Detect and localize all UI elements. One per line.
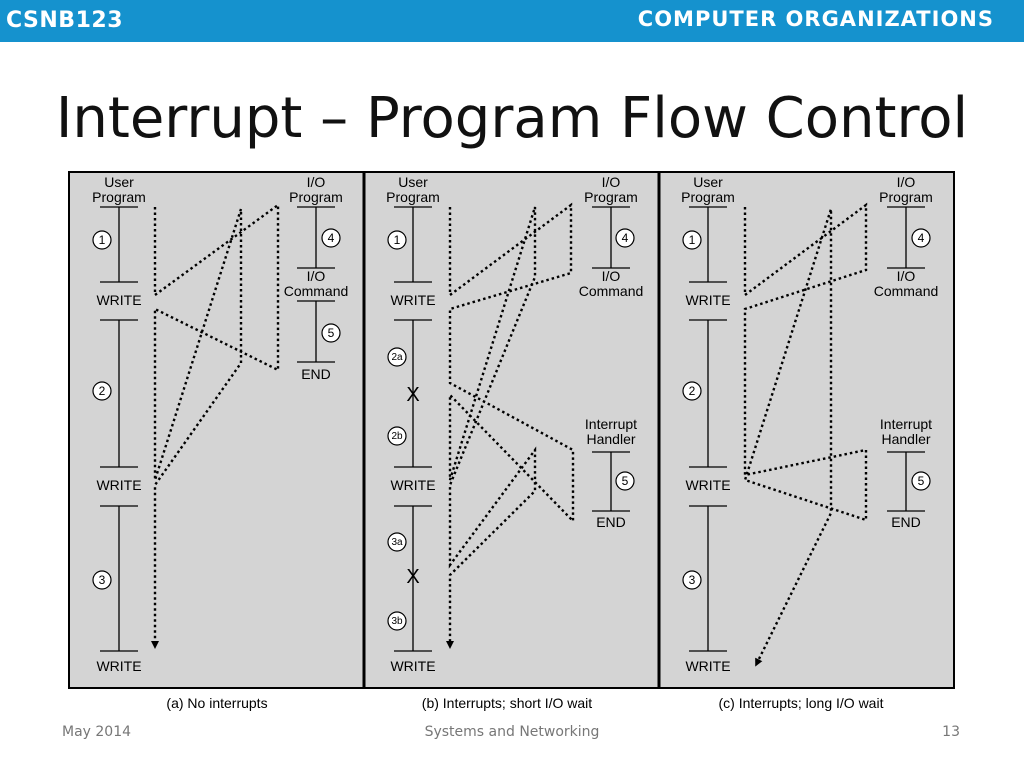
io-command-label: I/O	[307, 268, 326, 284]
step-circle	[911, 228, 931, 248]
interrupt-mark: X	[406, 384, 419, 406]
program-flow-diagram: User Program I/O Program I/O Command END…	[68, 171, 955, 711]
user-program-label: Program	[681, 189, 735, 205]
io-command-label: Command	[579, 283, 644, 299]
step-circle	[92, 570, 112, 590]
interrupt-handler-label: Interrupt	[880, 416, 932, 432]
panel-caption: (c) Interrupts; long I/O wait	[719, 695, 884, 711]
io-program-label: I/O	[602, 174, 621, 190]
step-circle	[387, 426, 407, 446]
diagram-frame	[68, 171, 955, 689]
step-number: 1	[99, 233, 106, 247]
end-label: END	[596, 514, 626, 530]
write-label: WRITE	[390, 292, 435, 308]
step-number: 2b	[391, 431, 403, 442]
step-circle	[682, 381, 702, 401]
io-command-label: I/O	[602, 268, 621, 284]
step-number: 1	[394, 233, 401, 247]
interrupt-handler-label: Interrupt	[585, 416, 637, 432]
slide-title: Interrupt – Program Flow Control	[55, 86, 969, 151]
panel-a: User Program I/O Program I/O Command END…	[92, 174, 348, 711]
step-circle	[387, 532, 407, 552]
write-label: WRITE	[685, 477, 730, 493]
step-number: 3a	[391, 537, 403, 548]
step-number: 3b	[391, 616, 403, 627]
io-program-label: I/O	[307, 174, 326, 190]
step-number: 5	[622, 474, 629, 488]
step-number: 1	[689, 233, 696, 247]
panel-caption: (a) No interrupts	[166, 695, 267, 711]
step-circle	[615, 471, 635, 491]
subject-title: COMPUTER ORGANIZATIONS	[637, 7, 994, 31]
write-label: WRITE	[685, 658, 730, 674]
course-code: CSNB123	[6, 8, 124, 33]
slide-number: 13	[942, 724, 960, 740]
write-label: WRITE	[96, 292, 141, 308]
step-number: 3	[689, 573, 696, 587]
step-circle	[321, 228, 341, 248]
step-circle	[682, 570, 702, 590]
step-number: 2a	[391, 352, 403, 363]
flow-path	[151, 202, 280, 649]
step-circle	[387, 230, 407, 250]
io-command-label: I/O	[897, 268, 916, 284]
user-program-label: User	[693, 174, 723, 190]
io-program-label: Program	[584, 189, 638, 205]
step-number: 3	[99, 573, 106, 587]
user-program-label: User	[104, 174, 134, 190]
end-label: END	[891, 514, 921, 530]
io-program-label: I/O	[897, 174, 916, 190]
step-circle	[321, 323, 341, 343]
panel-caption: (b) Interrupts; short I/O wait	[422, 695, 592, 711]
io-program-label: Program	[879, 189, 933, 205]
step-number: 4	[622, 231, 629, 245]
panel-b: User Program I/O Program I/O Command Int…	[386, 174, 643, 711]
interrupt-handler-label: Handler	[881, 431, 930, 447]
step-circle	[387, 347, 407, 367]
io-command-label: Command	[284, 283, 349, 299]
step-number: 4	[918, 231, 925, 245]
step-circle	[911, 471, 931, 491]
step-circle	[92, 230, 112, 250]
step-number: 2	[689, 384, 696, 398]
user-program-label: Program	[92, 189, 146, 205]
write-label: WRITE	[685, 292, 730, 308]
step-number: 5	[328, 326, 335, 340]
step-number: 5	[918, 474, 925, 488]
user-program-label: Program	[386, 189, 440, 205]
panel-c: User Program I/O Program I/O Command Int…	[681, 174, 938, 711]
footer-date: May 2014	[62, 724, 132, 740]
write-label: WRITE	[390, 658, 435, 674]
flow-path	[446, 202, 575, 649]
write-label: WRITE	[390, 477, 435, 493]
step-number: 4	[328, 231, 335, 245]
header-bar: CSNB123 COMPUTER ORGANIZATIONS	[0, 0, 1024, 42]
step-circle	[682, 230, 702, 250]
write-label: WRITE	[96, 477, 141, 493]
step-circle	[92, 381, 112, 401]
write-label: WRITE	[96, 658, 141, 674]
io-command-label: Command	[874, 283, 939, 299]
interrupt-handler-label: Handler	[586, 431, 635, 447]
user-program-label: User	[398, 174, 428, 190]
footer-title: Systems and Networking	[424, 724, 600, 740]
step-number: 2	[99, 384, 106, 398]
step-circle	[615, 228, 635, 248]
step-circle	[387, 611, 407, 631]
io-program-label: Program	[289, 189, 343, 205]
interrupt-mark: X	[406, 566, 419, 588]
end-label: END	[301, 366, 331, 382]
